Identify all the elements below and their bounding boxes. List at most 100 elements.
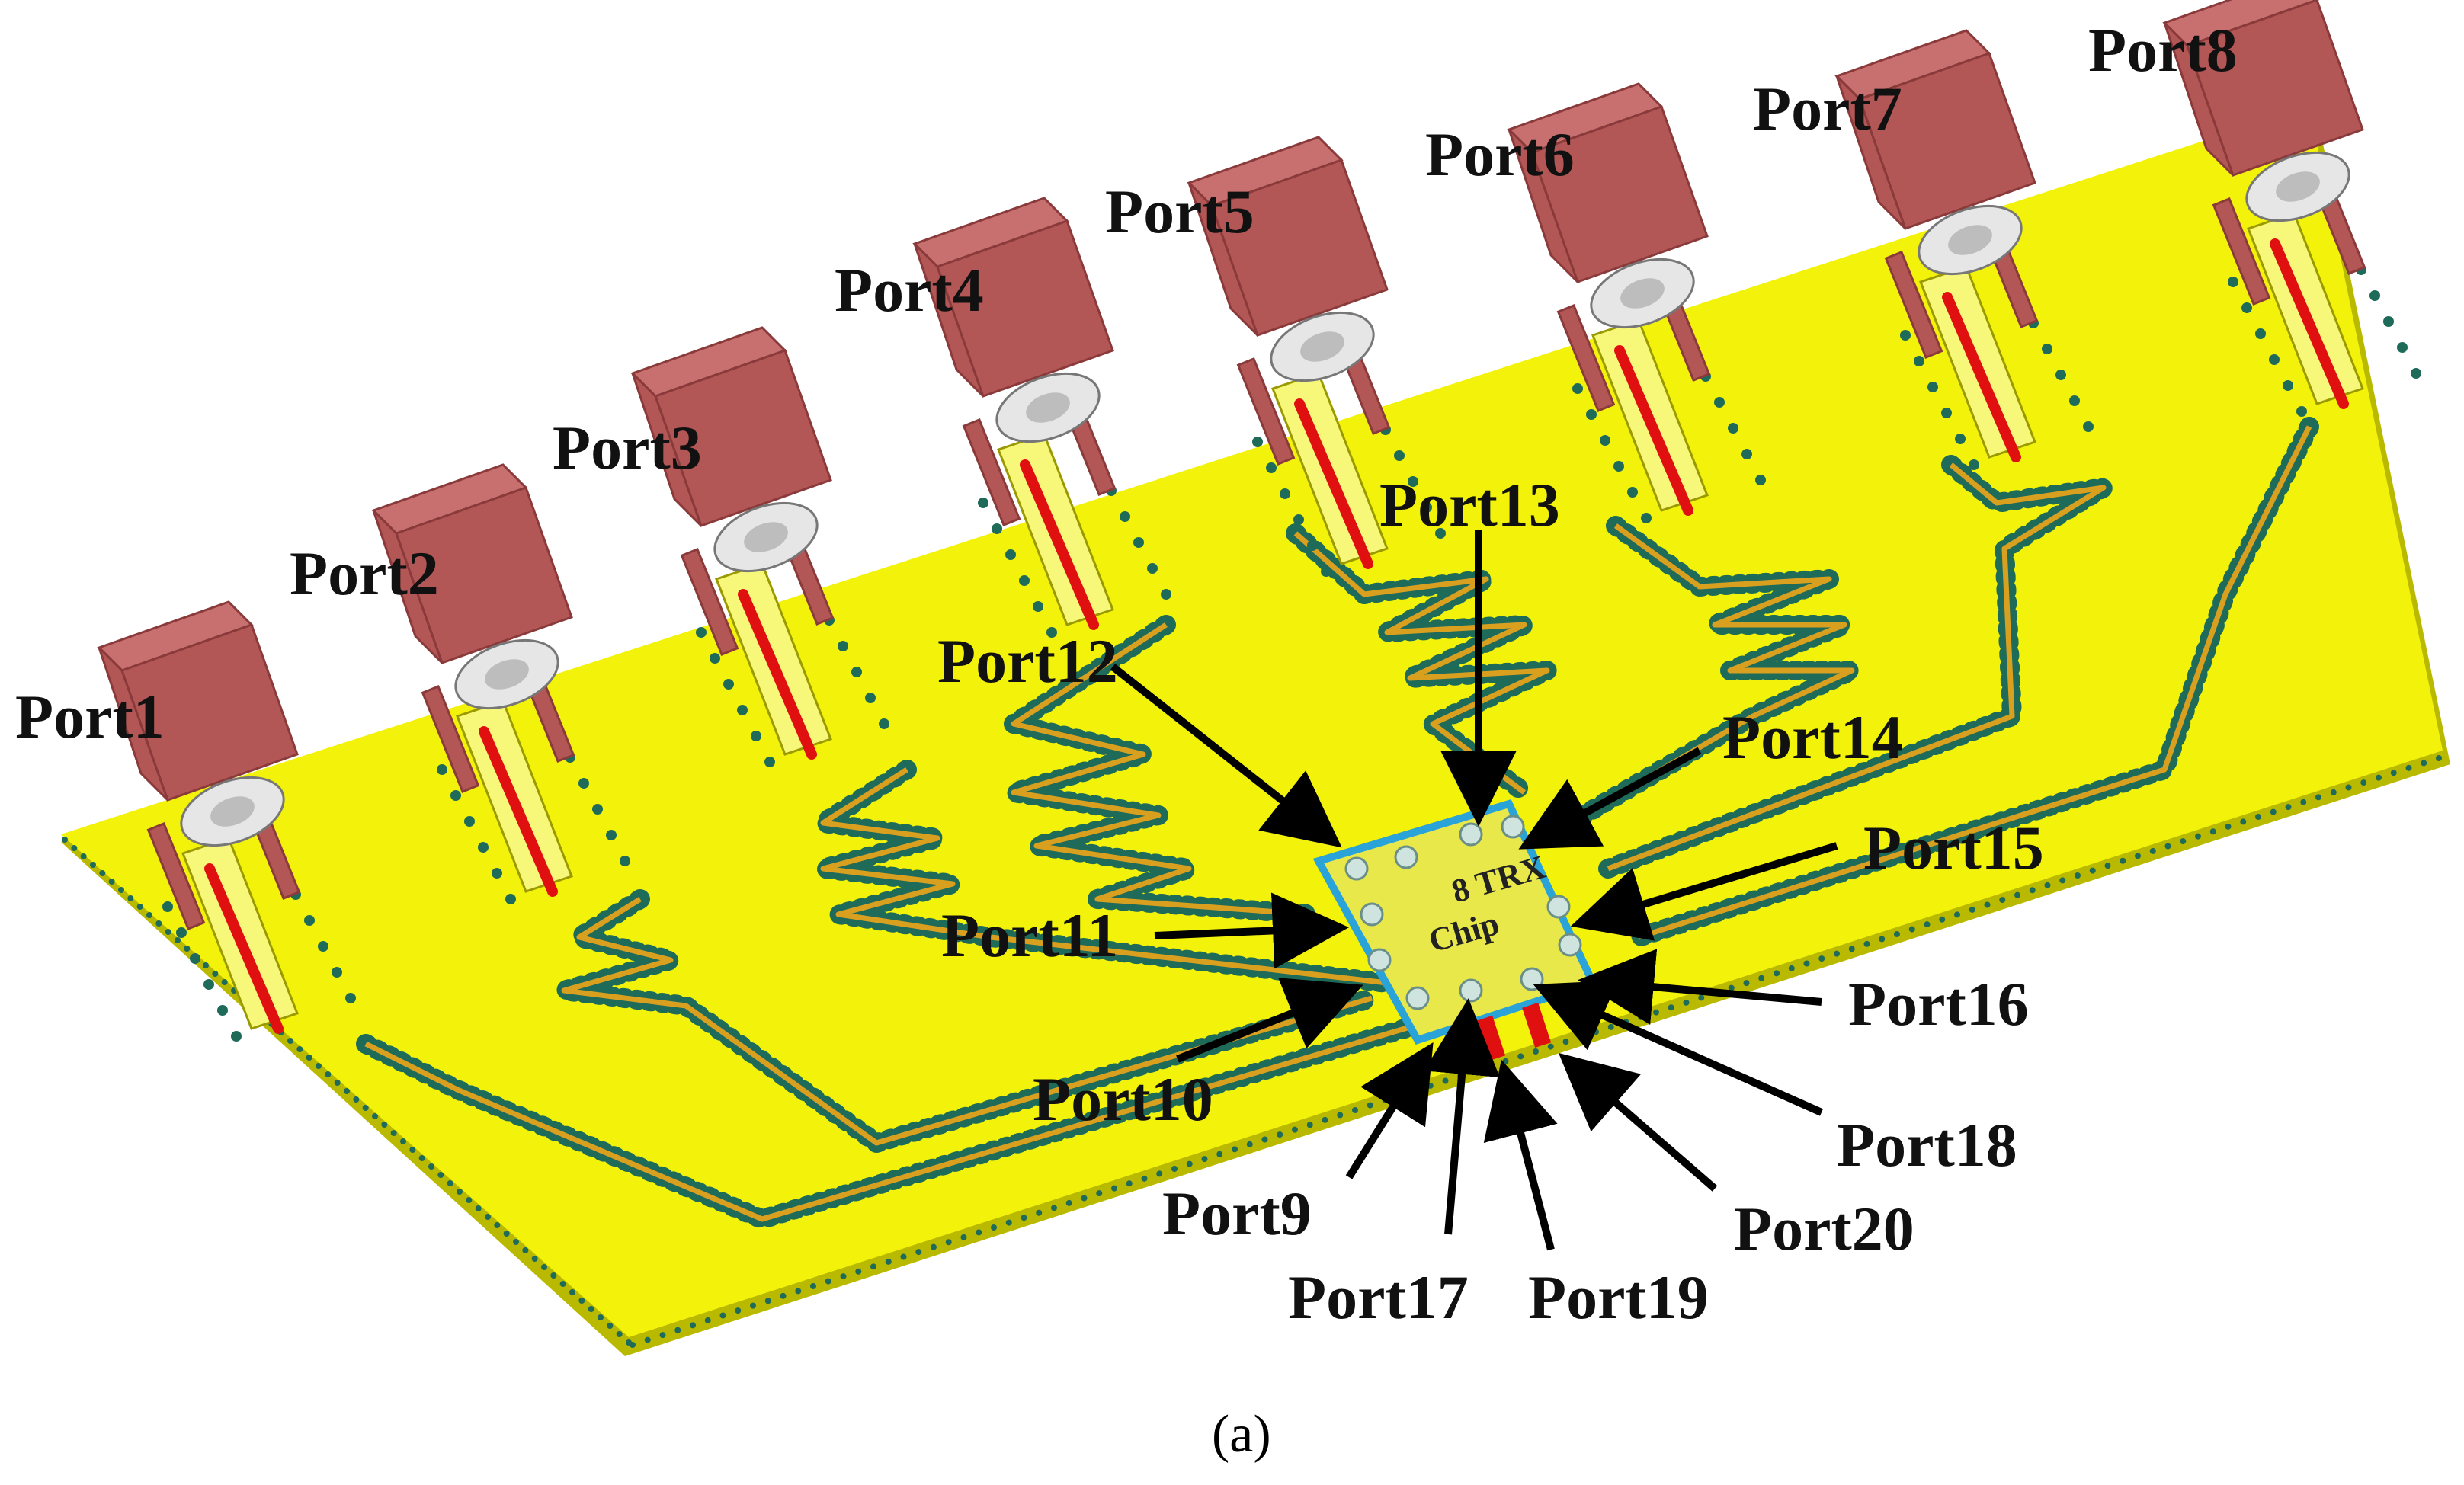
- edge-via: [735, 1307, 742, 1314]
- edge-via: [353, 1096, 360, 1103]
- edge-via: [1246, 1141, 1253, 1147]
- label-port1: Port1: [15, 682, 165, 751]
- edge-via: [885, 1258, 892, 1265]
- edge-via: [550, 1272, 557, 1279]
- edge-via: [287, 1038, 293, 1044]
- edge-via: [960, 1234, 967, 1240]
- edge-via: [1292, 1126, 1298, 1133]
- edge-via: [1367, 1102, 1373, 1109]
- label-port17: Port17: [1288, 1263, 1469, 1332]
- edge-via: [381, 1122, 388, 1128]
- edge-via: [578, 1298, 585, 1304]
- edge-via: [2390, 770, 2397, 776]
- label-port12: Port12: [937, 626, 1118, 696]
- edge-via: [1096, 1190, 1103, 1197]
- edge-via: [390, 1130, 397, 1136]
- edge-via: [1382, 1097, 1389, 1104]
- edge-via: [559, 1281, 566, 1287]
- edge-via: [1593, 1029, 1599, 1035]
- edge-via: [1442, 1077, 1449, 1084]
- edge-via: [1427, 1082, 1434, 1089]
- edge-via: [915, 1249, 922, 1256]
- edge-via: [1803, 960, 1810, 967]
- edge-via: [362, 1105, 369, 1111]
- edge-via: [203, 962, 209, 968]
- edge-via: [2330, 789, 2337, 795]
- edge-via: [991, 1224, 997, 1231]
- edge-via: [2405, 764, 2412, 771]
- arrow-port20: [1558, 1052, 1718, 1192]
- edge-via: [2315, 794, 2321, 801]
- edge-via: [1818, 955, 1825, 962]
- connector-port8: [2162, 0, 2421, 417]
- edge-via: [2059, 877, 2066, 884]
- label-port9: Port9: [1162, 1179, 1312, 1248]
- edge-via: [1156, 1170, 1163, 1177]
- edge-via: [1502, 1058, 1509, 1064]
- edge-via: [1638, 1014, 1645, 1021]
- edge-via: [2149, 847, 2156, 854]
- edge-via: [1021, 1215, 1027, 1221]
- edge-via: [334, 1080, 341, 1086]
- connector-port2: [371, 463, 630, 904]
- edge-via: [630, 1342, 636, 1348]
- label-port7: Port7: [1753, 74, 1902, 143]
- label-port15: Port15: [1863, 813, 2044, 882]
- edge-via: [2421, 760, 2427, 767]
- figure-caption: (a): [1212, 1405, 1271, 1464]
- connector-port1: [97, 600, 356, 1042]
- arrow-port9: [1345, 1042, 1434, 1179]
- edge-via: [1111, 1185, 1117, 1192]
- edge-via: [90, 862, 96, 868]
- edge-via: [1653, 1009, 1659, 1016]
- label-port14: Port14: [1722, 702, 1903, 772]
- label-port11: Port11: [941, 901, 1118, 970]
- edge-via: [2014, 891, 2020, 898]
- edge-via: [466, 1197, 473, 1203]
- label-port6: Port6: [1425, 120, 1575, 189]
- chip-pad: [1405, 986, 1430, 1010]
- edge-via: [447, 1180, 453, 1186]
- edge-via: [80, 853, 87, 859]
- edge-via: [2240, 818, 2247, 825]
- connector-group: [97, 0, 2421, 1042]
- label-port2: Port2: [290, 539, 439, 608]
- connector-port4: [912, 197, 1171, 638]
- edge-via: [1999, 897, 2006, 904]
- edge-via: [296, 1046, 303, 1052]
- edge-via: [1863, 940, 1870, 947]
- edge-via: [644, 1336, 651, 1343]
- edge-via: [485, 1214, 491, 1220]
- trace-network: [356, 417, 2319, 1229]
- edge-via: [1834, 950, 1840, 957]
- edge-via: [221, 979, 228, 985]
- connector-port5: [1187, 136, 1446, 577]
- edge-via: [1547, 1043, 1554, 1050]
- edge-via: [418, 1155, 425, 1161]
- arrow-port14: [1518, 747, 1702, 850]
- edge-via: [1908, 926, 1915, 933]
- edge-via: [175, 937, 181, 943]
- edge-via: [2300, 799, 2307, 805]
- edge-via: [2436, 755, 2442, 761]
- edge-via: [522, 1247, 529, 1253]
- edge-via: [437, 1172, 444, 1178]
- edge-via: [690, 1322, 696, 1329]
- edge-via: [316, 1063, 322, 1069]
- edge-via: [764, 1298, 771, 1304]
- label-port5: Port5: [1105, 177, 1254, 246]
- arrow-port10: [1176, 978, 1363, 1063]
- edge-via: [2209, 828, 2216, 835]
- edge-via: [1743, 980, 1750, 987]
- edge-via: [1337, 1112, 1344, 1119]
- edge-via-row: [62, 755, 2442, 1348]
- edge-via: [1894, 931, 1900, 937]
- port-labels: Port1 Port2 Port3 Port4 Port5 Port6 Port…: [15, 15, 2238, 1332]
- arrow-port19: [1483, 1059, 1558, 1251]
- label-port4: Port4: [835, 255, 984, 325]
- chip-pad: [1360, 902, 1384, 927]
- edge-via: [616, 1331, 623, 1337]
- edge-via: [1668, 1004, 1674, 1011]
- edge-via: [400, 1138, 406, 1144]
- edge-via: [475, 1205, 482, 1211]
